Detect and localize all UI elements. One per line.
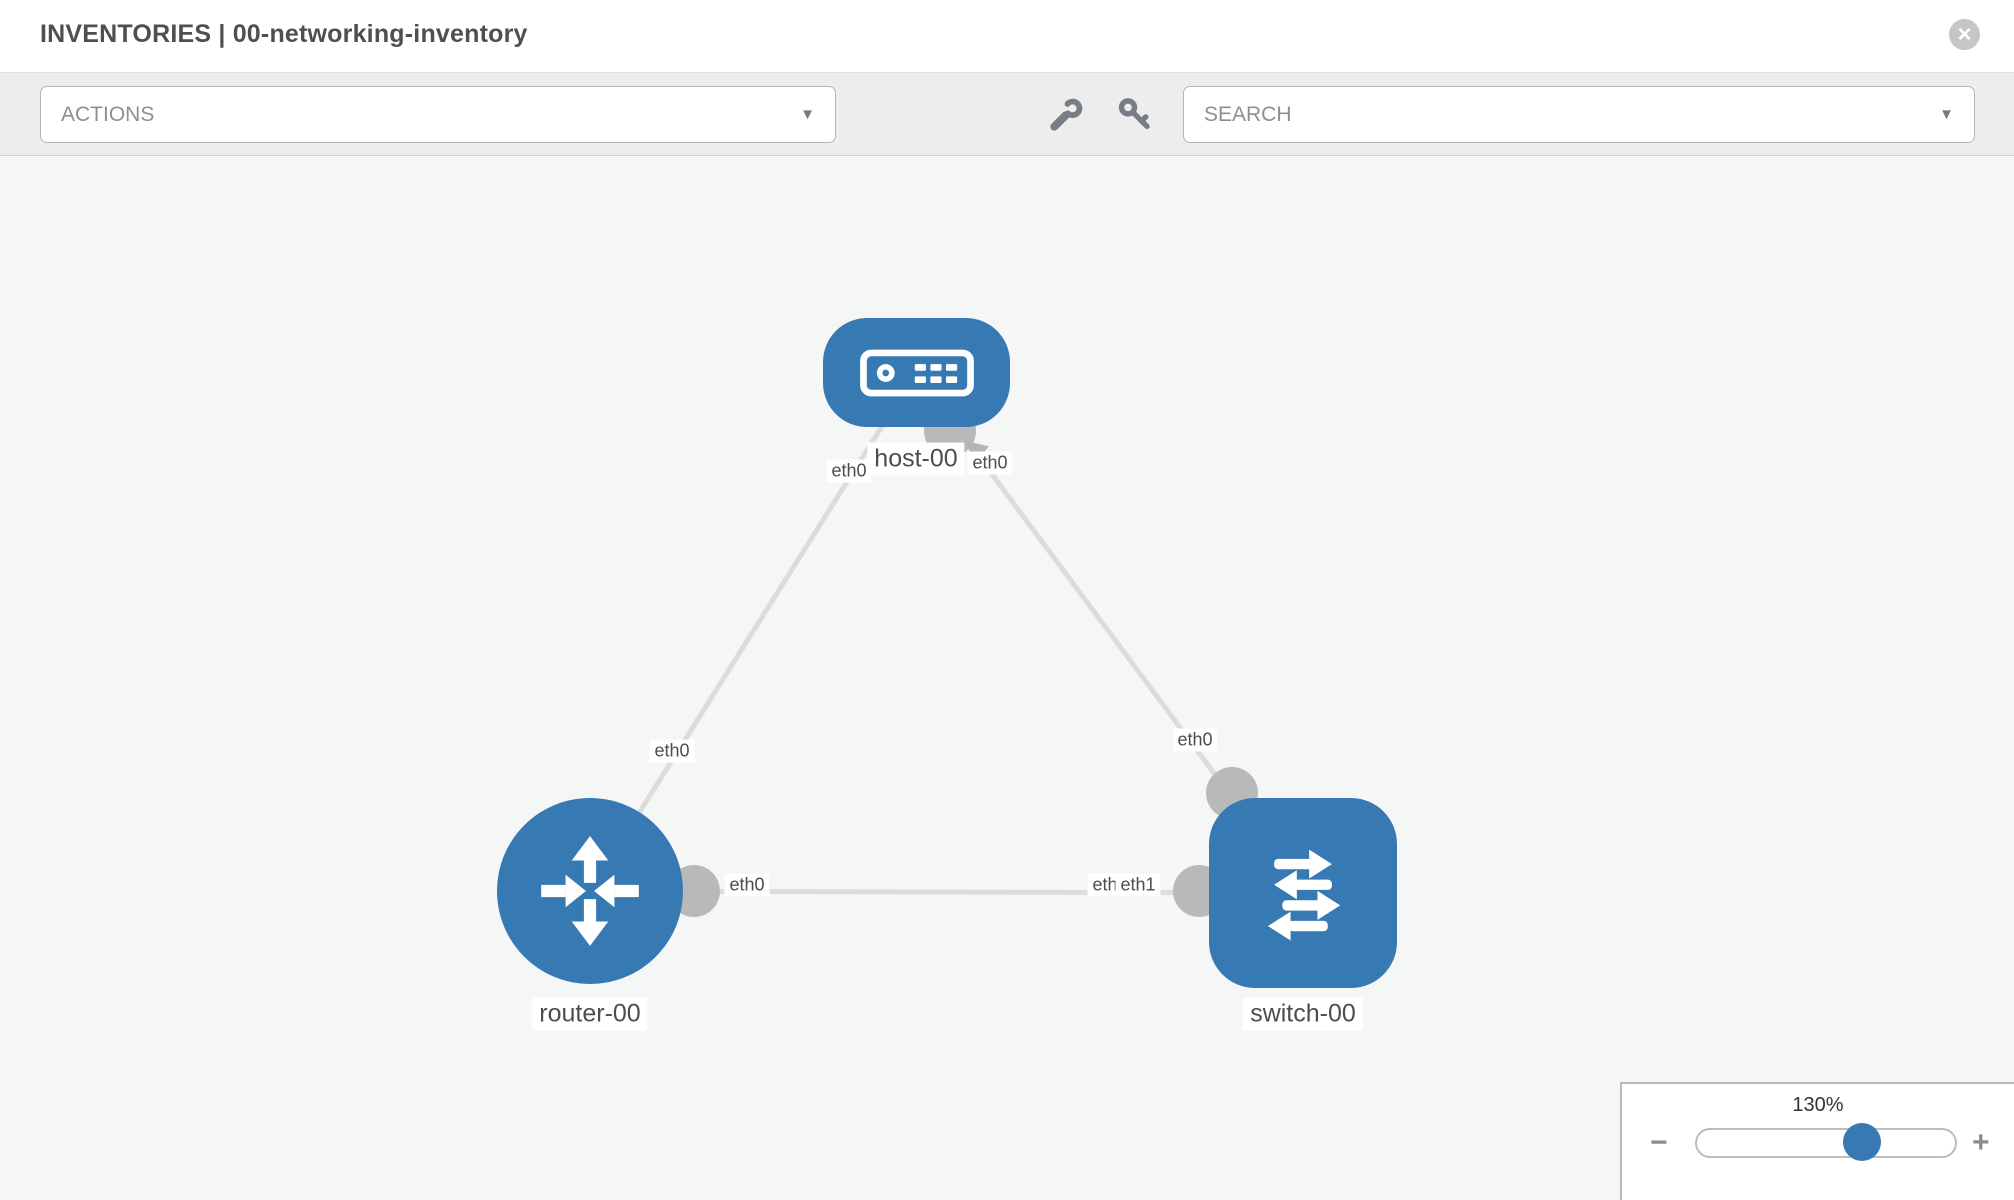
zoom-in-button[interactable]: + xyxy=(1972,1126,1990,1159)
node-label: host-00 xyxy=(867,442,965,476)
host-icon xyxy=(859,349,974,396)
actions-dropdown-label: ACTIONS xyxy=(61,102,155,126)
switch-icon xyxy=(1267,849,1341,941)
zoom-slider-knob[interactable] xyxy=(1843,1123,1882,1161)
interface-label: eth0 xyxy=(724,873,770,897)
interface-label: eth0 xyxy=(826,459,872,483)
search-dropdown[interactable]: SEARCH ▼ xyxy=(1183,86,1975,143)
configure-wrench-button[interactable] xyxy=(1047,96,1085,134)
topology-link xyxy=(587,370,919,893)
node-router-00[interactable] xyxy=(497,798,683,984)
close-icon: × xyxy=(1957,20,1972,48)
interface-label: eth1 xyxy=(1115,873,1161,897)
modal-header: INVENTORIES | 00-networking-inventory × xyxy=(0,0,2014,73)
actions-dropdown[interactable]: ACTIONS ▼ xyxy=(40,86,836,143)
node-switch-00[interactable] xyxy=(1209,798,1397,988)
chevron-down-icon: ▼ xyxy=(1939,106,1954,123)
key-credentials-button[interactable] xyxy=(1116,96,1154,134)
chevron-down-icon: ▼ xyxy=(800,106,815,123)
node-label: switch-00 xyxy=(1243,997,1363,1031)
zoom-panel: 130% − + xyxy=(1620,1082,2014,1200)
toolbar: ACTIONS ▼ SEARCH ▼ xyxy=(0,73,2014,156)
node-host-00[interactable] xyxy=(823,318,1010,427)
close-button[interactable]: × xyxy=(1949,19,1980,50)
zoom-level-value: 130% xyxy=(1792,1094,1844,1116)
search-dropdown-label: SEARCH xyxy=(1204,102,1292,126)
node-label: router-00 xyxy=(532,997,648,1031)
zoom-slider-track[interactable] xyxy=(1695,1123,1957,1161)
zoom-out-button[interactable]: − xyxy=(1650,1126,1668,1159)
links-layer xyxy=(587,370,1306,917)
router-icon xyxy=(541,836,639,946)
interface-label: eth0 xyxy=(649,739,695,763)
interface-label: eth0 xyxy=(967,451,1013,475)
interface-label: eth0 xyxy=(1172,728,1218,752)
page-title: INVENTORIES | 00-networking-inventory xyxy=(40,20,528,48)
